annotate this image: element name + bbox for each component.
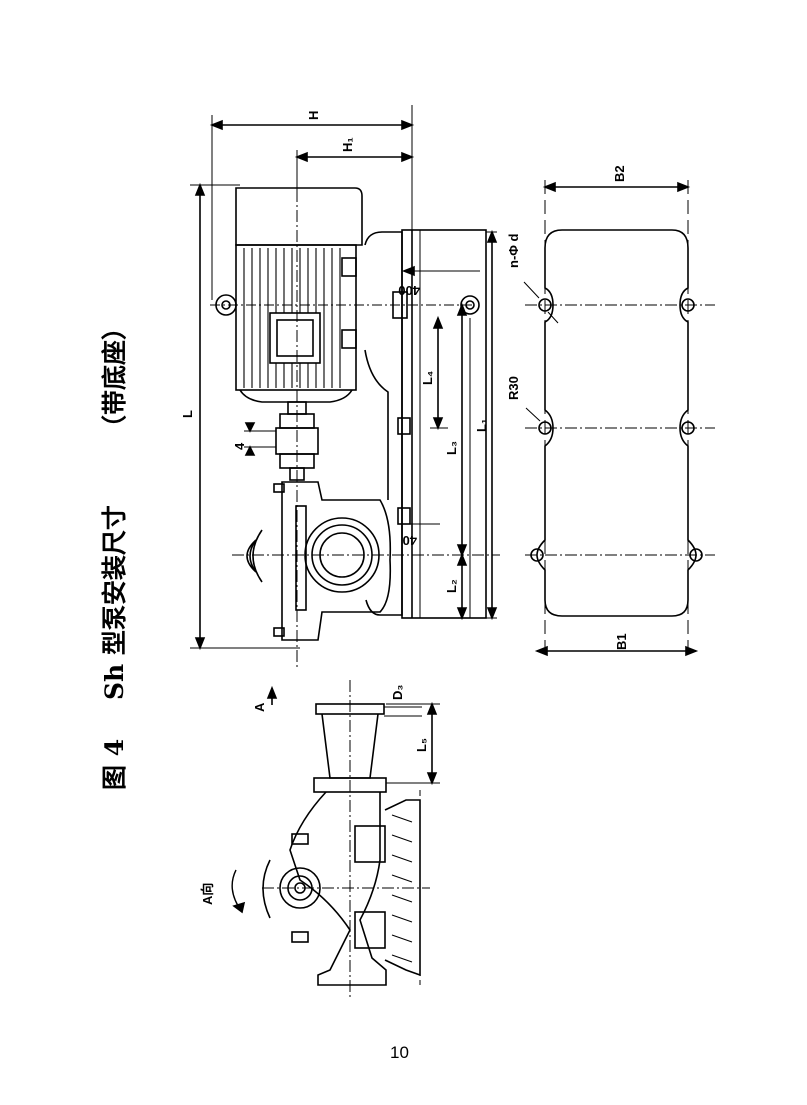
dim-H: H <box>306 111 321 120</box>
dim-B2: B2 <box>612 165 627 182</box>
view-A-label: A向 <box>200 883 215 905</box>
dim-400: 400 <box>398 283 420 298</box>
dim-L3: L₃ <box>444 441 459 455</box>
dim-R30: R30 <box>506 376 521 400</box>
dim-4: 4 <box>232 442 247 450</box>
dim-L: L <box>180 410 195 418</box>
arrow-A: A <box>252 702 267 712</box>
dim-D3: D₃ <box>390 685 405 700</box>
page-number: 10 <box>390 1043 409 1062</box>
dim-L2: L₂ <box>444 579 459 593</box>
dim-40: 40 <box>403 533 417 548</box>
dim-L5: L₅ <box>414 738 429 752</box>
dim-n-phi-d: n-Φ d <box>506 233 521 268</box>
dim-L1: L₁ <box>474 419 489 432</box>
dim-B1: B1 <box>614 633 629 650</box>
dim-L4: L₄ <box>420 371 435 385</box>
dim-H1: H₁ <box>340 137 355 152</box>
